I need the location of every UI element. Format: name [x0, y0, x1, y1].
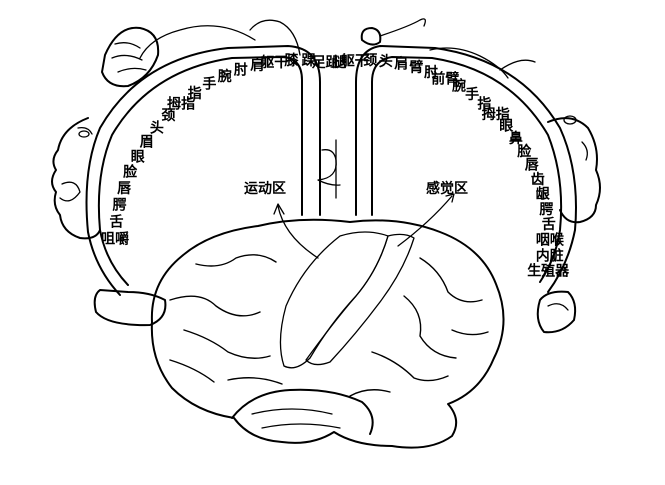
sensory-body-part-label: 拇指 — [482, 106, 510, 123]
motor-body-part-label: 腕 — [218, 68, 232, 85]
sensory-body-part-label: 腭 — [539, 202, 553, 218]
sensory-body-part-label: 指 — [477, 96, 491, 113]
sensory-cortex-area — [305, 233, 415, 366]
motor-area-label: 运动区 — [244, 180, 286, 197]
motor-body-part-label: 头 — [150, 120, 164, 137]
sensory-body-part-label: 腕 — [452, 78, 466, 95]
motor-body-part-label: 脸 — [123, 164, 138, 181]
sensory-body-part-label: 咽喉 — [536, 232, 565, 249]
sensory-body-part-label: 肩 — [394, 56, 408, 73]
sensory-body-part-label: 龈 — [536, 186, 551, 203]
sensory-body-part-label: 唇 — [525, 158, 540, 174]
sensory-body-part-label: 躯干 — [340, 52, 369, 69]
sensory-body-part-label: 腿 — [332, 55, 346, 71]
sensory-body-part-label: 鼻 — [509, 130, 523, 147]
motor-body-part-label: 指 — [188, 85, 202, 102]
sensory-body-part-label: 肘 — [424, 65, 438, 81]
motor-body-part-label: 踝 — [302, 53, 317, 69]
coronal-section — [85, 45, 577, 296]
motor-body-part-label: 手 — [202, 76, 216, 93]
motor-body-part-label: 足趾 — [312, 54, 340, 71]
sensory-body-part-label: 内脏 — [536, 247, 564, 264]
motor-body-part-label: 拇指 — [167, 95, 195, 112]
motor-body-part-label: 颈 — [160, 108, 175, 124]
sensory-body-part-label: 眼 — [499, 119, 513, 135]
motor-body-part-label: 眉 — [140, 135, 154, 151]
sensory-body-part-label: 前臂 — [431, 70, 459, 87]
sensory-body-part-label: 脸 — [517, 143, 532, 160]
motor-body-part-label: 唇 — [117, 181, 132, 197]
motor-body-part-label: 膝 — [284, 53, 299, 69]
motor-body-part-label: 咀嚼 — [101, 231, 129, 248]
sensory-area-label: 感觉区 — [426, 180, 468, 197]
sensory-homunculus-figure — [360, 18, 601, 334]
motor-cortex-area — [279, 231, 389, 369]
sensory-body-part-label: 手 — [465, 86, 479, 103]
sensory-body-part-label: 舌 — [542, 216, 556, 233]
sensory-body-part-label: 齿 — [531, 171, 545, 188]
motor-homunculus-figure — [51, 19, 301, 327]
sensory-body-part-label: 颈 — [362, 53, 377, 69]
sensory-body-part-label: 头 — [379, 53, 393, 70]
motor-body-part-label: 躯干 — [259, 54, 288, 71]
motor-body-part-label: 肘 — [234, 63, 248, 79]
motor-body-part-label: 肩 — [250, 57, 264, 74]
motor-area-pointer — [273, 203, 319, 259]
motor-body-part-label: 腭 — [113, 197, 127, 213]
motor-body-part-label: 眼 — [131, 149, 145, 165]
sensory-body-part-label: 臂 — [409, 59, 423, 76]
sensory-area-pointer — [397, 193, 455, 247]
sensory-body-part-label: 生殖器 — [527, 263, 570, 280]
brain-lateral-view — [150, 218, 505, 449]
sensory-body-part-labels: 腿躯干颈头肩臂肘前臂腕手指拇指眼鼻脸唇齿龈腭舌咽喉内脏生殖器 — [332, 52, 570, 279]
motor-body-part-label: 舌 — [110, 213, 124, 230]
